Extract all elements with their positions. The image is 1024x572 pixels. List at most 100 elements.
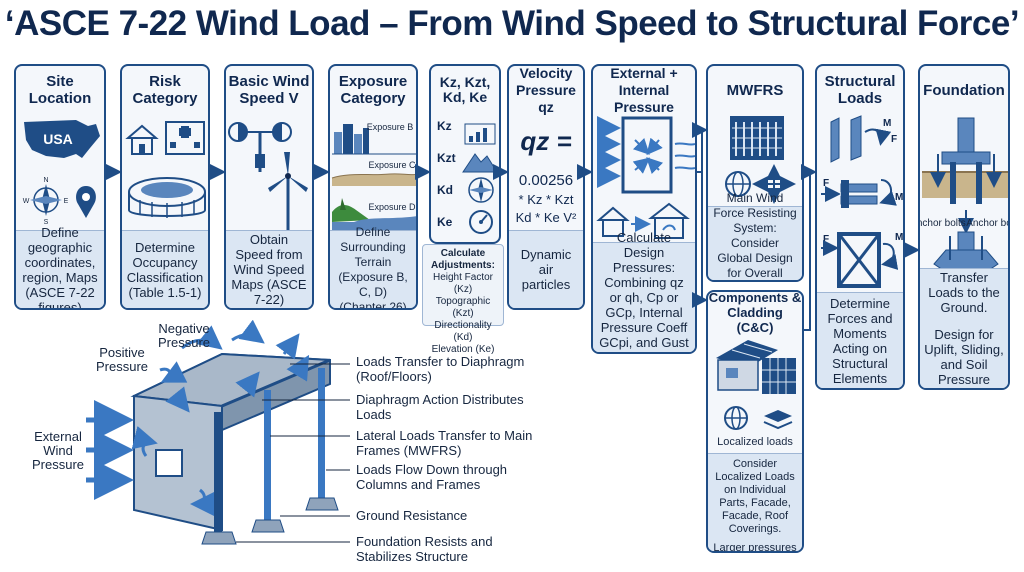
step-art: [593, 114, 695, 244]
step-exposure-category: Exposure Category Exposure B Exposure C …: [328, 64, 418, 310]
adjustments-title: Calculate Adjustments:: [431, 248, 495, 271]
flow-arrow: [106, 122, 920, 331]
globe-icon: [725, 171, 751, 197]
equation-terms: * Kz * Kzt: [518, 192, 574, 207]
braced-frame-icon: F M: [821, 232, 903, 288]
moment-label: M: [883, 118, 891, 129]
svg-text:W: W: [23, 198, 30, 205]
adjustments-box: Calculate Adjustments: Height Factor (Kz…: [422, 244, 504, 355]
foundation-body-design: Design for Uplift, Sliding, and Soil Pre…: [924, 327, 1004, 387]
house-icon: [125, 124, 159, 155]
step-art: Anchor bolts Anchor bolts: [920, 114, 1008, 314]
callout-diaphragm-transfer: Loads Transfer to Diaphragm (Roof/Floors…: [356, 354, 525, 384]
kd-label: Kd: [437, 183, 453, 197]
svg-text:E: E: [64, 198, 69, 205]
step-description: Main Wind Force Resisting System: Consid…: [708, 191, 802, 280]
step-title: MWFRS: [726, 81, 784, 99]
step-basic-wind-speed: Basic Wind Speed V Obtain Speed from Win…: [224, 64, 314, 310]
negative-pressure-label: Negative Pressure: [157, 321, 211, 350]
step-risk-category: Risk Category Determine Occupanc: [120, 64, 210, 310]
step-art: [122, 114, 208, 234]
step-title: External + Internal Pressure: [610, 64, 678, 115]
equation-coefficient: 0.00256: [518, 172, 574, 189]
components-cladding-card: Components & Cladding (C&C) Localized lo…: [706, 290, 804, 553]
usa-map-icon: [24, 120, 100, 158]
exposure-b-label: Exposure B: [367, 122, 414, 132]
step-site-location: Site Location USA N E S W Define geograp…: [14, 64, 106, 310]
step-title: Kz, Kzt, Kd, Ke: [431, 66, 499, 114]
foundation-body-transfer: Transfer Loads to the Ground.: [928, 270, 1000, 315]
house-pressure-icon: [596, 202, 690, 239]
kz-label: Kz: [437, 119, 452, 133]
gauge-icon: [469, 210, 493, 234]
step-foundation: Foundation Anchor bolts Anchor bolts: [918, 64, 1010, 390]
moment-label: M: [895, 192, 903, 203]
anchor-bolts-left-label: Anchor bolts: [920, 218, 966, 229]
terrain-icon: [331, 173, 416, 186]
adjustment-topographic: Topographic (Kzt): [435, 296, 491, 319]
office-building-icon: [730, 116, 784, 160]
callout-ground-resistance: Ground Resistance: [356, 508, 468, 523]
beam-force-icon: F M: [821, 178, 903, 208]
solar-house-icon: [716, 340, 796, 394]
step-title: Basic Wind Speed V: [228, 73, 310, 107]
step-art: Exposure B Exposure C Exposure D: [330, 114, 416, 234]
wind-turbine-icon: [268, 152, 308, 230]
cc-body-main: Consider Localized Loads on Individual P…: [715, 458, 795, 535]
step-external-internal-pressure: External + Internal Pressure: [591, 64, 697, 354]
stadium-icon: [128, 177, 206, 218]
positive-pressure-label: Positive Pressure: [95, 345, 149, 374]
external-wind-pressure-label: External Wind Pressure: [31, 429, 85, 472]
wall-section-icon: [621, 116, 673, 194]
move-arrows-icon: [752, 164, 796, 204]
adjustment-directionality: Directionality (Kd): [434, 320, 492, 343]
roof-suction-arrows: [131, 320, 310, 516]
svg-text:S: S: [44, 219, 49, 226]
step-description: Determine Forces and Moments Acting on S…: [817, 292, 903, 388]
force-label: F: [823, 178, 829, 189]
step-k-factors: Kz, Kzt, Kd, Ke Kz Kzt Kd Ke: [429, 64, 501, 244]
equation-main: qz =: [520, 126, 572, 156]
footing-icon: [922, 117, 1008, 204]
wind-arrows-icon: [597, 116, 621, 188]
adjustment-elevation: Elevation (Ke): [431, 344, 495, 355]
step-description: Determine Occupancy Classification (Tabl…: [122, 230, 208, 308]
step-mwfrs: MWFRS Main Wind Force Resisting System: …: [706, 64, 804, 282]
usa-label: USA: [43, 131, 73, 147]
exposure-d-label: Exposure D: [368, 202, 416, 212]
svg-text:N: N: [43, 177, 48, 184]
cc-art: [716, 340, 796, 430]
city-skyline-icon: [332, 124, 416, 155]
step-description: Dynamic air particles: [509, 230, 583, 308]
page-title: ‘ASCE 7-22 Wind Load – From Wind Speed t…: [4, 4, 1020, 43]
map-pin-icon: [76, 186, 96, 218]
cc-body-edges: Larger pressures at edges and corners: [713, 542, 797, 553]
globe-icon: [724, 406, 748, 430]
wind-pressure-arrows: [86, 400, 134, 500]
bar-chart-icon: [464, 123, 496, 145]
step-art: [708, 114, 802, 204]
step-velocity-pressure: Velocity Pressure qz qz = 0.00256 * Kz *…: [507, 64, 585, 310]
mountain-icon: [462, 153, 498, 173]
step-art: [226, 114, 312, 234]
adjustment-height: Height Factor (Kz): [432, 272, 494, 295]
cc-title: Components & Cladding (C&C): [708, 290, 802, 335]
step-title: Structural Loads: [824, 73, 896, 107]
layers-icon: [763, 410, 793, 430]
callout-lateral-loads: Lateral Loads Transfer to Main Frames (M…: [356, 428, 533, 458]
step-description: Obtain Speed from Wind Speed Maps (ASCE …: [226, 230, 312, 308]
step-title: Site Location: [28, 73, 92, 107]
step-art: Kz Kzt Kd Ke: [431, 114, 499, 242]
compass-icon: N E S W: [23, 177, 69, 226]
step-art: qz = 0.00256 * Kz * Kzt Kd * Ke V²: [509, 114, 583, 234]
step-description: Calculate Design Pressures: Combining qz…: [593, 230, 695, 352]
moment-label: M: [895, 232, 903, 243]
cc-description: Consider Localized Loads on Individual P…: [708, 453, 802, 551]
building-load-diagram: [86, 320, 350, 545]
callout-foundation: Foundation Resists and Stabilizes Struct…: [356, 534, 493, 564]
step-title: Foundation: [923, 81, 1005, 99]
water-coast-icon: [332, 198, 416, 230]
step-description: Define Surrounding Terrain (Exposure B, …: [330, 225, 416, 308]
step-structural-loads: Structural Loads M F F M F: [815, 64, 905, 390]
hospital-icon: [165, 121, 205, 155]
